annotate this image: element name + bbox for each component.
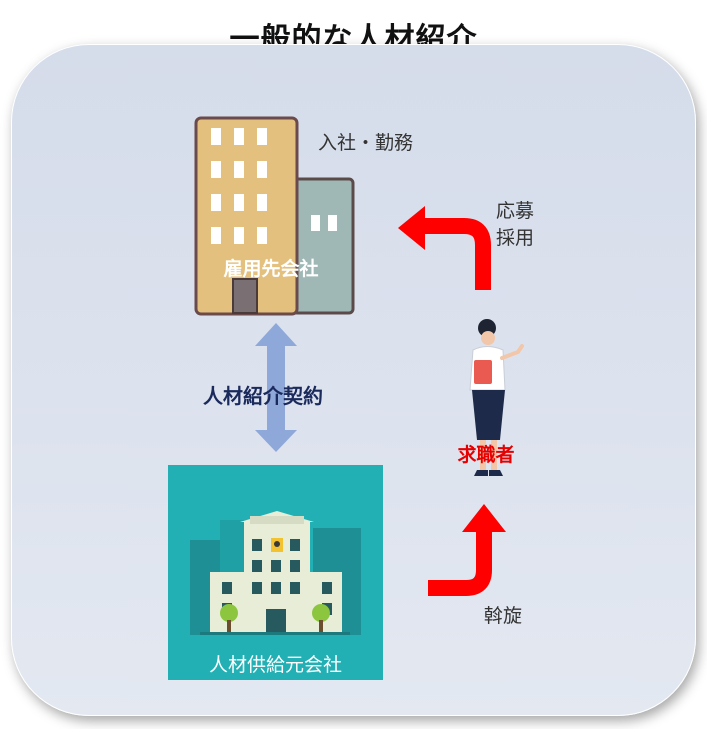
employment-note: 入社・勤務 — [318, 132, 414, 154]
referral-label: 斡旋 — [484, 605, 523, 627]
contract-double-arrow — [255, 323, 297, 452]
contract-label: 人材紹介契約 — [203, 384, 323, 408]
jobseeker-person-icon — [469, 319, 524, 476]
jobseeker-label: 求職者 — [457, 444, 515, 466]
apply-label: 応募 — [496, 200, 535, 222]
referral-arrow — [428, 504, 506, 596]
agency-name: 人材供給元会社 — [208, 654, 342, 676]
employer-name: 雇用先会社 — [223, 258, 319, 280]
apply-arrow — [398, 206, 491, 290]
employer-building-icon — [194, 116, 355, 316]
hire-label: 採用 — [496, 227, 535, 249]
agency-building-icon — [168, 465, 383, 680]
